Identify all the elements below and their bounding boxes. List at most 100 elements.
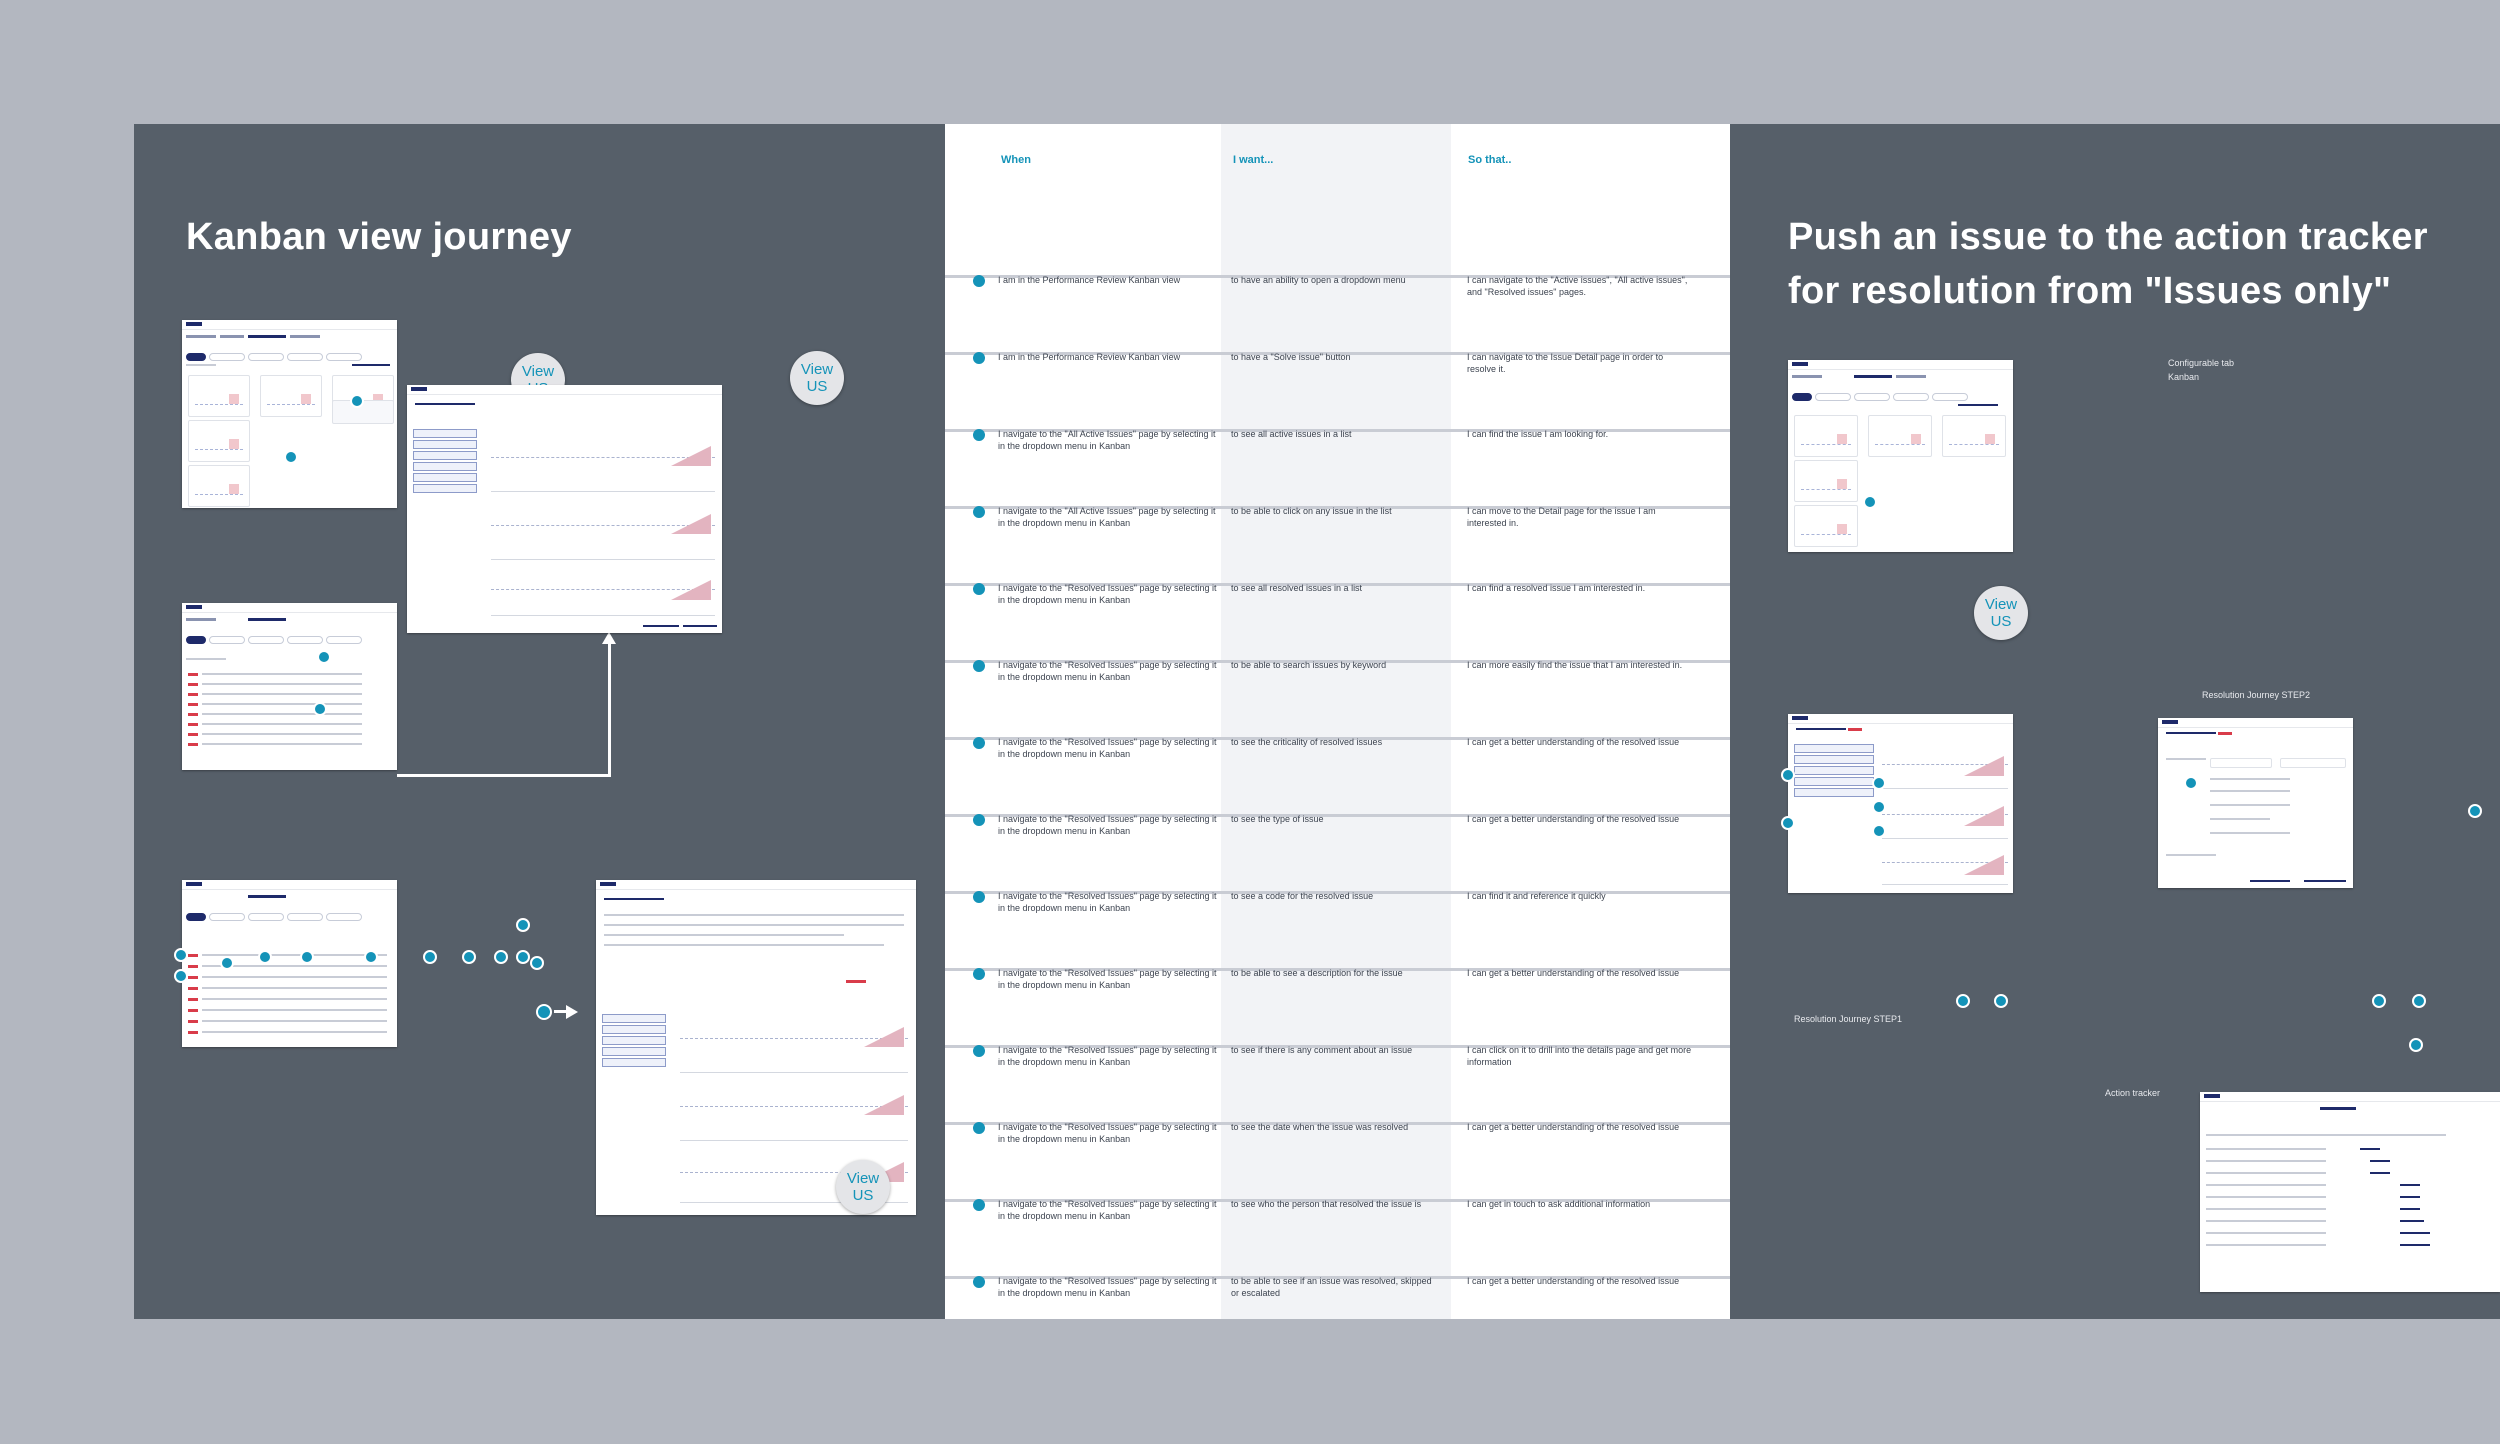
story-marker-dot	[973, 737, 985, 749]
story-when: I navigate to the "Resolved Issues" page…	[998, 1199, 1217, 1221]
hotspot-dot[interactable]	[530, 956, 544, 970]
hotspot-dot[interactable]	[300, 950, 314, 964]
action-tracker-title-line2: for resolution from "Issues only"	[1788, 270, 2392, 312]
hotspot-dot[interactable]	[1781, 768, 1795, 782]
hotspot-dot[interactable]	[317, 650, 331, 664]
story-marker-dot	[973, 275, 985, 287]
hotspot-dot[interactable]	[2184, 776, 2198, 790]
story-row: I navigate to the "Resolved Issues" page…	[945, 1135, 1730, 1221]
story-marker-dot	[973, 1276, 985, 1288]
hotspot-dot[interactable]	[174, 948, 188, 962]
hotspot-dot[interactable]	[1863, 495, 1877, 509]
row-separator	[945, 506, 1730, 509]
story-want: to have an ability to open a dropdown me…	[1231, 275, 1406, 285]
hotspot-dot[interactable]	[1994, 994, 2008, 1008]
story-row: I am in the Performance Review Kanban vi…	[945, 211, 1730, 297]
hotspot-dot[interactable]	[1872, 800, 1886, 814]
story-marker-dot	[973, 583, 985, 595]
hotspot-dot[interactable]	[1872, 776, 1886, 790]
resolution-step2-thumbnail[interactable]	[2158, 718, 2353, 888]
resolved-issues-list-thumbnail[interactable]	[182, 880, 397, 1047]
action-tracker-title-line1: Push an issue to the action tracker	[1788, 216, 2428, 258]
story-so-that: I can move to the Detail page for the is…	[1467, 506, 1656, 528]
header-when: When	[1001, 154, 1031, 166]
hotspot-dot[interactable]	[1956, 994, 1970, 1008]
resolution-step1-thumbnail[interactable]	[1788, 714, 2013, 893]
story-so-that: I can find the issue I am looking for.	[1467, 429, 1609, 439]
header-want: I want...	[1233, 154, 1274, 166]
hotspot-dot[interactable]	[1872, 824, 1886, 838]
story-want: to see who the person that resolved the …	[1231, 1199, 1422, 1209]
want-column-background	[1221, 124, 1451, 1319]
hotspot-dot[interactable]	[494, 950, 508, 964]
story-row: I am in the Performance Review Kanban vi…	[945, 288, 1730, 374]
story-want: to see the type of issue	[1231, 814, 1324, 824]
hotspot-dot[interactable]	[516, 918, 530, 932]
hotspot-dot[interactable]	[2412, 994, 2426, 1008]
story-marker-dot	[973, 814, 985, 826]
hotspot-dot[interactable]	[174, 969, 188, 983]
hotspot-dot[interactable]	[1781, 816, 1795, 830]
row-separator	[945, 737, 1730, 740]
story-when: I navigate to the "Resolved Issues" page…	[998, 583, 1217, 605]
kanban-configurable-thumbnail[interactable]	[1788, 360, 2013, 552]
view-us-badge[interactable]: View US	[1974, 586, 2028, 640]
view-us-badge[interactable]: View US	[836, 1160, 890, 1214]
story-marker-dot	[973, 1122, 985, 1134]
hotspot-dot[interactable]	[258, 950, 272, 964]
story-so-that: I can find it and reference it quickly	[1467, 891, 1606, 901]
story-row: I navigate to the "All Active Issues" pa…	[945, 442, 1730, 528]
flow-arrow-dot	[536, 1004, 552, 1020]
row-separator	[945, 275, 1730, 278]
issue-detail-thumbnail[interactable]	[407, 385, 722, 633]
story-row: I navigate to the "Resolved Issues" page…	[945, 673, 1730, 759]
story-marker-dot	[973, 1199, 985, 1211]
story-when: I navigate to the "Resolved Issues" page…	[998, 891, 1217, 913]
view-us-badge[interactable]: View US	[790, 351, 844, 405]
hotspot-dot[interactable]	[313, 702, 327, 716]
hotspot-dot[interactable]	[364, 950, 378, 964]
flow-connector	[608, 644, 611, 777]
action-tracker-thumbnail[interactable]	[2200, 1092, 2500, 1292]
story-marker-dot	[973, 352, 985, 364]
story-row: I navigate to the "All Active Issues" pa…	[945, 365, 1730, 451]
story-row: I navigate to the "Resolved Issues" page…	[945, 750, 1730, 836]
flow-connector	[397, 774, 611, 777]
story-marker-dot	[973, 891, 985, 903]
hotspot-dot[interactable]	[2372, 994, 2386, 1008]
hotspot-dot[interactable]	[284, 450, 298, 464]
story-when: I navigate to the "All Active Issues" pa…	[998, 429, 1216, 451]
story-row: I navigate to the "Resolved Issues" page…	[945, 1212, 1730, 1298]
hotspot-dot[interactable]	[2409, 1038, 2423, 1052]
story-when: I am in the Performance Review Kanban vi…	[998, 275, 1181, 285]
story-row: I navigate to the "Resolved Issues" page…	[945, 596, 1730, 682]
story-so-that: I can get a better understanding of the …	[1467, 1276, 1680, 1286]
active-issues-list-thumbnail[interactable]	[182, 603, 397, 770]
row-separator	[945, 1045, 1730, 1048]
story-when: I navigate to the "Resolved Issues" page…	[998, 660, 1217, 682]
story-when: I navigate to the "Resolved Issues" page…	[998, 737, 1217, 759]
resolution-step2-label: Resolution Journey STEP2	[2202, 690, 2311, 700]
story-marker-dot	[973, 1045, 985, 1057]
hotspot-dot[interactable]	[516, 950, 530, 964]
story-so-that: I can more easily find the issue that I …	[1467, 660, 1683, 670]
row-separator	[945, 814, 1730, 817]
story-want: to see if there is any comment about an …	[1231, 1045, 1413, 1055]
hotspot-dot[interactable]	[350, 394, 364, 408]
story-so-that: I can get a better understanding of the …	[1467, 814, 1680, 824]
kanban-board-thumbnail[interactable]	[182, 320, 397, 508]
row-separator	[945, 1276, 1730, 1279]
row-separator	[945, 1122, 1730, 1125]
resolved-issue-detail-thumbnail[interactable]	[596, 880, 916, 1215]
story-when: I navigate to the "Resolved Issues" page…	[998, 1276, 1217, 1298]
hotspot-dot[interactable]	[2468, 804, 2482, 818]
hotspot-dot[interactable]	[462, 950, 476, 964]
hotspot-dot[interactable]	[423, 950, 437, 964]
story-so-that: I can get a better understanding of the …	[1467, 737, 1680, 747]
arrow-up-icon	[602, 632, 616, 644]
story-want: to see the date when the issue was resol…	[1231, 1122, 1409, 1132]
story-so-that: I can get a better understanding of the …	[1467, 968, 1680, 978]
story-so-that: I can navigate to the Issue Detail page …	[1467, 352, 1664, 374]
hotspot-dot[interactable]	[220, 956, 234, 970]
